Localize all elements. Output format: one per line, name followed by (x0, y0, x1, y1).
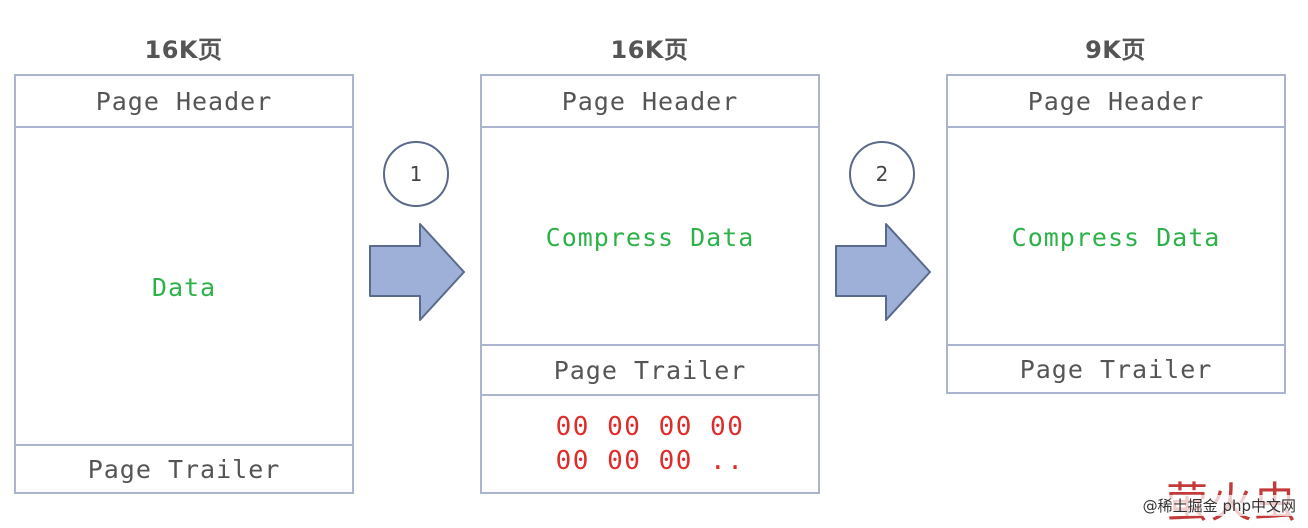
page-2-title: 16K页 (610, 36, 689, 64)
step-2-arrow-icon (835, 223, 931, 321)
page-3-box: Page Header Compress Data Page Trailer (946, 74, 1286, 394)
padding-line-1: 00 00 00 00 (555, 412, 745, 442)
step-1-arrow-icon (369, 223, 465, 321)
page-1-data: Data (151, 272, 217, 302)
watermark-caption: @稀土掘金 php中文网 (1140, 495, 1298, 516)
page-1-trailer: Page Trailer (16, 444, 352, 492)
step-1-circle: 1 (383, 141, 449, 207)
padding-line-2: 00 00 00 .. (555, 446, 745, 476)
watermark: 萤火虫 @稀土掘金 php中文网 (1140, 464, 1298, 524)
page-2-header: Page Header (482, 76, 818, 128)
page-1-title: 16K页 (144, 36, 223, 64)
page-3-title: 9K页 (1085, 36, 1146, 64)
page-1-box: Page Header Data Page Trailer (14, 74, 354, 494)
page-1-header: Page Header (16, 76, 352, 128)
page-2-box: Page Header Compress Data Page Trailer 0… (480, 74, 820, 494)
step-2-circle: 2 (849, 141, 915, 207)
page-3-header: Page Header (948, 76, 1284, 128)
page-2-trailer: Page Trailer (482, 344, 818, 396)
page-2-data: Compress Data (545, 222, 755, 252)
page-3-data: Compress Data (1011, 222, 1221, 252)
page-2-padding: 00 00 00 00 00 00 00 .. (482, 396, 818, 492)
page-3-trailer: Page Trailer (948, 344, 1284, 392)
